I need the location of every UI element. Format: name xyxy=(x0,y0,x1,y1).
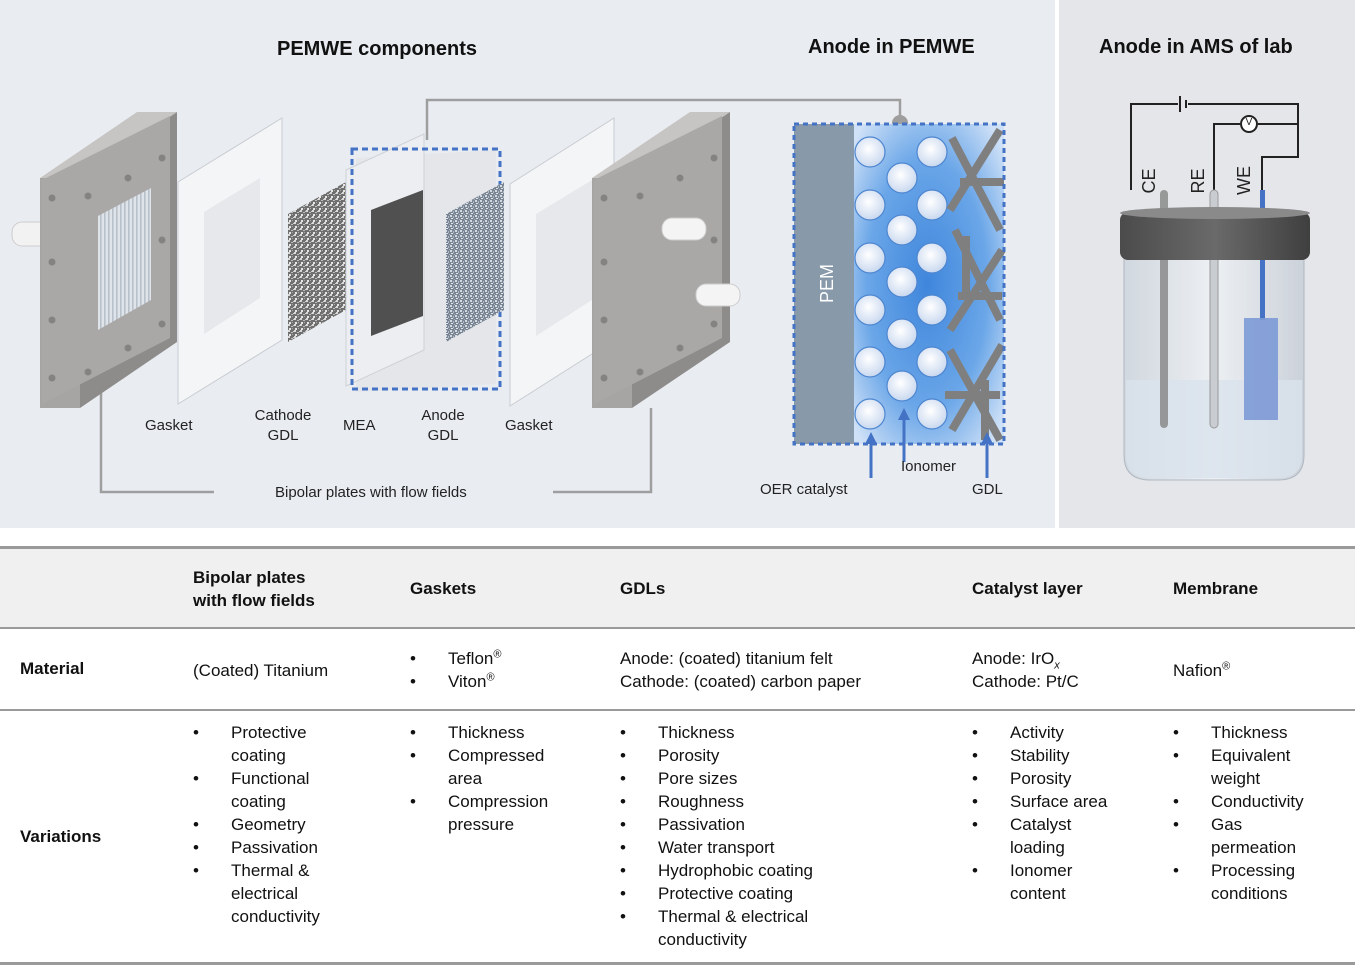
material-bipolar: (Coated) Titanium xyxy=(193,661,329,680)
variations-bipolar: ProtectivecoatingFunctionalcoatingGeomet… xyxy=(193,721,320,928)
catalyst-particles xyxy=(854,136,948,430)
label-pem: PEM xyxy=(817,263,837,303)
list-item: Roughness xyxy=(620,790,813,813)
row-header-variations: Variations xyxy=(20,827,102,846)
label-ce: CE xyxy=(1139,168,1159,194)
pemwe-schematic xyxy=(11,96,1310,494)
heading-anode-ams: Anode in AMS of lab xyxy=(1099,36,1293,58)
material-gaskets: Teflon® Viton® xyxy=(410,647,501,693)
mea-highlight-box xyxy=(350,147,502,391)
pointer-arrows xyxy=(865,408,993,478)
bipolar-connector-lines xyxy=(99,98,902,494)
list-item: Passivation xyxy=(193,836,320,859)
left-bipolar-plate xyxy=(11,112,177,408)
variations-membrane: ThicknessEquivalentweightConductivityGas… xyxy=(1173,721,1304,905)
list-item: Stability xyxy=(972,744,1107,767)
list-item: Teflon® xyxy=(410,647,501,670)
heading-anode-pemwe: Anode in PEMWE xyxy=(808,36,975,58)
label-we: WE xyxy=(1234,166,1254,195)
col-header-catalyst: Catalyst layer xyxy=(972,579,1083,598)
list-item: Surface area xyxy=(972,790,1107,813)
anode-detail xyxy=(792,122,1006,478)
panel-divider xyxy=(1055,0,1059,528)
list-item: Conductivity xyxy=(1173,790,1304,813)
list-item: Viton® xyxy=(410,670,501,693)
label-voltmeter: V xyxy=(1245,117,1253,128)
col-header-gaskets: Gaskets xyxy=(410,579,477,598)
list-item: Protective coating xyxy=(620,882,813,905)
list-item: Porosity xyxy=(972,767,1107,790)
label-gasket-right: Gasket xyxy=(505,417,553,434)
voltmeter-icon xyxy=(1240,115,1258,133)
variations-catalyst: ActivityStabilityPorositySurface areaCat… xyxy=(972,721,1107,905)
list-item: Thickness xyxy=(410,721,548,744)
col-header-gdls: GDLs xyxy=(620,579,666,598)
list-item: Pore sizes xyxy=(620,767,813,790)
label-bipolar-plates: Bipolar plates with flow fields xyxy=(275,484,467,501)
ams-cell xyxy=(1120,96,1310,481)
variations-gdls: ThicknessPorosityPore sizesRoughnessPass… xyxy=(620,721,813,951)
pem-layer xyxy=(794,124,854,444)
heading-pemwe-components: PEMWE components xyxy=(277,38,478,60)
table-row-rule xyxy=(0,709,1355,711)
list-item: Activity xyxy=(972,721,1107,744)
list-item: Hydrophobic coating xyxy=(620,859,813,882)
right-gasket xyxy=(509,117,615,407)
table-header-row xyxy=(0,549,1355,627)
list-item: Water transport xyxy=(620,836,813,859)
label-gdl: GDL xyxy=(972,481,1003,498)
list-item: Thickness xyxy=(620,721,813,744)
table-header-rule xyxy=(0,627,1355,629)
label-gasket-left: Gasket xyxy=(145,417,193,434)
label-ionomer: Ionomer xyxy=(901,458,957,475)
label-mea: MEA xyxy=(343,417,376,434)
row-header-material: Material xyxy=(20,659,85,678)
variations-gaskets: ThicknessCompressedareaCompressionpressu… xyxy=(410,721,548,836)
list-item: Passivation xyxy=(620,813,813,836)
list-item: Porosity xyxy=(620,744,813,767)
material-membrane: Nafion® xyxy=(1173,660,1231,680)
left-gasket xyxy=(177,117,283,405)
list-item: Thickness xyxy=(1173,721,1304,744)
label-oer-catalyst: OER catalyst xyxy=(760,481,848,498)
list-item: Geometry xyxy=(193,813,320,836)
col-header-membrane: Membrane xyxy=(1173,579,1259,598)
table-top-rule xyxy=(0,546,1355,549)
material-catalyst: Anode: IrOx Cathode: Pt/C xyxy=(972,649,1079,691)
gdl-fibers xyxy=(945,127,1006,442)
anode-gdl xyxy=(446,182,504,342)
label-re: RE xyxy=(1188,168,1208,194)
cathode-gdl xyxy=(288,182,346,342)
table-bottom-rule xyxy=(0,962,1355,965)
right-bipolar-plate xyxy=(592,112,741,408)
